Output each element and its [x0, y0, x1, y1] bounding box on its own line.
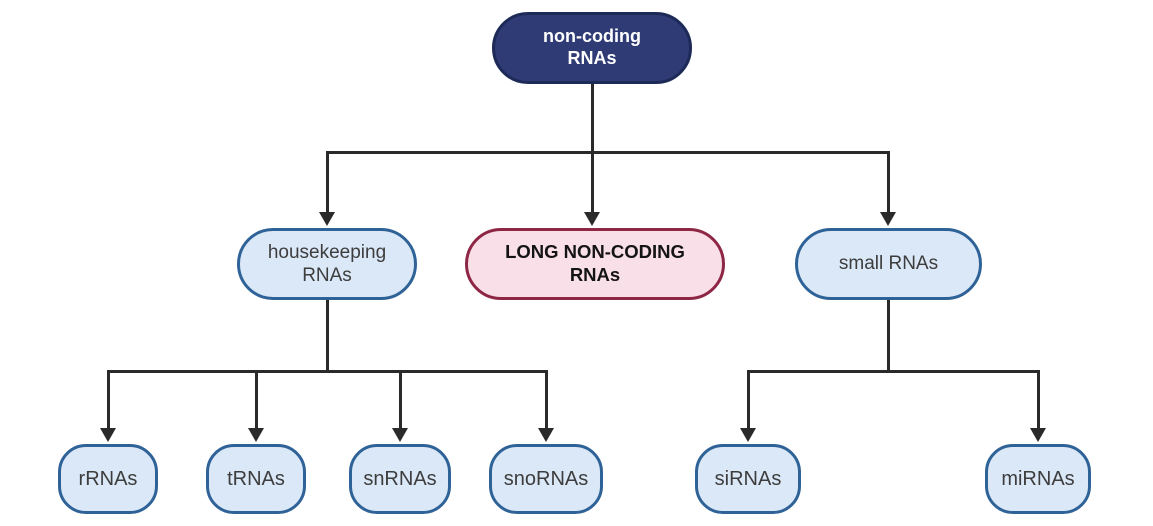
arrowhead-down-icon [100, 428, 116, 442]
arrowhead-down-icon [248, 428, 264, 442]
node-small-rnas: small RNAs [795, 228, 982, 300]
connector-drop-small-rnas [886, 151, 890, 213]
node-non-coding-rnas: non-coding RNAs [492, 12, 692, 84]
connector-small-rnas-stem [886, 300, 890, 373]
connector-housekeeping-stem [325, 300, 329, 373]
node-sirnas: siRNAs [695, 444, 801, 514]
connector-drop-mirnas [1036, 370, 1040, 428]
node-trnas: tRNAs [206, 444, 306, 514]
arrowhead-down-icon [392, 428, 408, 442]
connector-drop-snornas [544, 370, 548, 428]
connector-level1-bar [325, 151, 890, 154]
connector-drop-lncrna [590, 151, 594, 213]
connector-drop-rrnas [106, 370, 110, 428]
node-long-non-coding-rnas: LONG NON-CODING RNAs [465, 228, 725, 300]
arrowhead-down-icon [319, 212, 335, 226]
node-snrnas: snRNAs [349, 444, 451, 514]
connector-small-rnas-bar [746, 370, 1040, 373]
connector-housekeeping-bar [106, 370, 548, 373]
connector-drop-snrnas [398, 370, 402, 428]
arrowhead-down-icon [584, 212, 600, 226]
node-mirnas: miRNAs [985, 444, 1091, 514]
node-rrnas: rRNAs [58, 444, 158, 514]
arrowhead-down-icon [740, 428, 756, 442]
node-snornas: snoRNAs [489, 444, 603, 514]
arrowhead-down-icon [880, 212, 896, 226]
node-housekeeping-rnas: housekeeping RNAs [237, 228, 417, 300]
connector-drop-trnas [254, 370, 258, 428]
arrowhead-down-icon [1030, 428, 1046, 442]
connector-drop-sirnas [746, 370, 750, 428]
arrowhead-down-icon [538, 428, 554, 442]
connector-drop-housekeeping [325, 151, 329, 213]
connector-root-stem [590, 84, 594, 152]
